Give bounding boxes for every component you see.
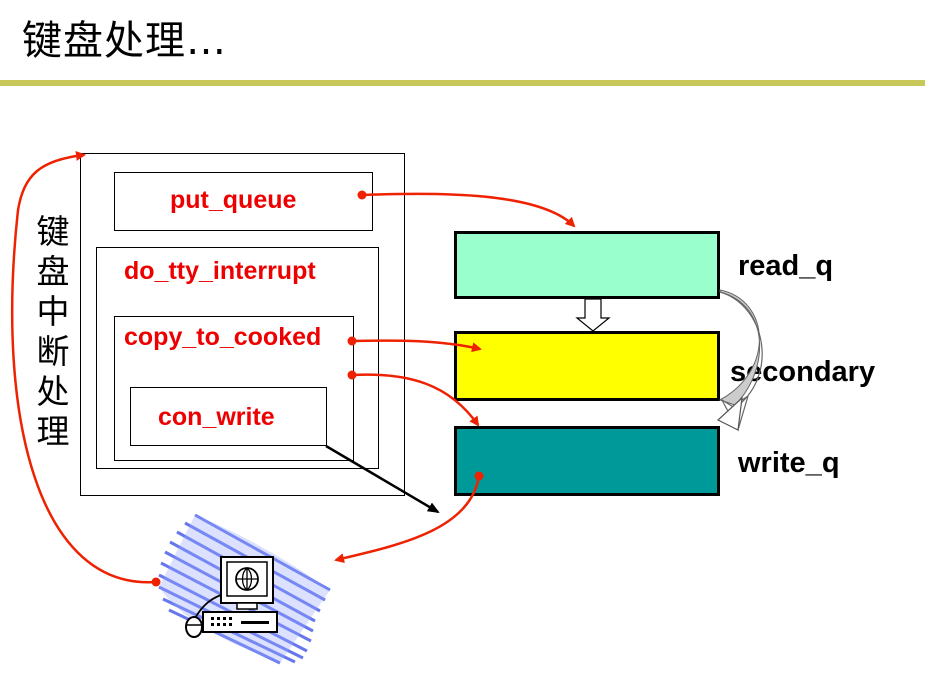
copy-to-secondary-arrow [351,339,482,353]
put-queue-dot [357,190,367,200]
read-q-label: read_q [738,250,834,282]
put-queue-arrow [361,192,576,228]
con-write-arrow [325,444,440,514]
side-label-keyboard-interrupt: 键盘中断处理 [36,212,70,451]
write-q-label: write_q [738,447,840,479]
do-tty-interrupt-label: do_tty_interrupt [124,257,316,285]
copy-to-cooked-label: copy_to_cooked [124,323,322,351]
put-queue-label: put_queue [170,186,297,214]
interrupt-loop-arrow [10,150,157,584]
copy-to-write-q-dot [347,370,357,380]
write-q-to-terminal-dot [474,471,484,481]
put-queue-box [114,172,373,231]
interrupt-loop-dot [151,577,161,587]
page-title: 键盘处理… [22,18,227,64]
con-write-label: con_write [158,403,275,431]
secondary-box [454,331,720,401]
secondary-to-write-q-curve [716,396,743,431]
read-q-box [454,231,720,299]
title-underline [0,80,925,86]
read-to-secondary-curve [718,289,761,406]
write-q-box [454,426,720,496]
con-write-box [130,387,327,446]
write-q-to-terminal-arrow [334,475,481,564]
copy-to-write-q-arrow [351,373,480,427]
terminal-computer-icon [158,513,331,665]
copy-to-secondary-dot [347,336,357,346]
read-to-secondary-arrow [575,298,611,332]
